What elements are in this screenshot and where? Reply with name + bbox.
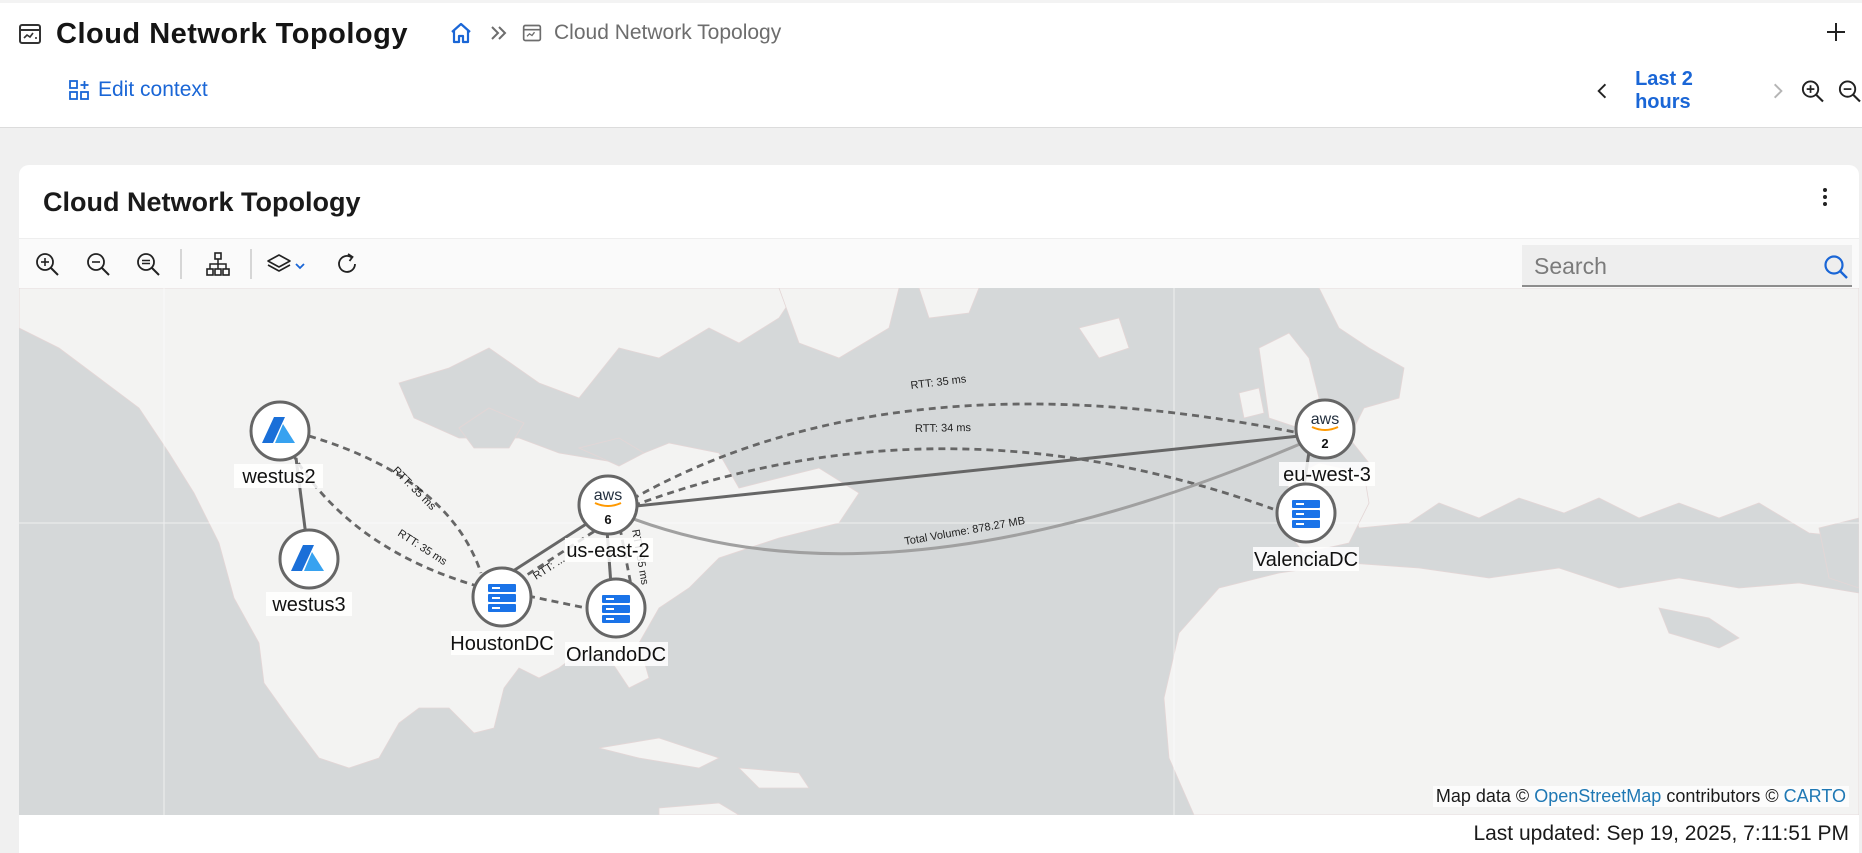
- link-useast-houston-rtt[interactable]: [512, 523, 605, 586]
- server-icon: [602, 595, 630, 623]
- search-box: [1522, 245, 1852, 287]
- search-icon[interactable]: [1822, 253, 1850, 281]
- topology-layout-icon[interactable]: [204, 250, 232, 278]
- zoom-to-fit-icon[interactable]: [134, 250, 162, 278]
- node-count: 6: [604, 512, 611, 527]
- search-input[interactable]: [1534, 251, 1804, 281]
- zoom-in-icon[interactable]: [33, 250, 61, 278]
- double-chevron-icon: [491, 26, 507, 40]
- page-title: Cloud Network Topology: [56, 17, 408, 50]
- link-westus2-houston-a[interactable]: [308, 434, 483, 574]
- node-label: OrlandoDC: [566, 644, 666, 666]
- node-westus3[interactable]: westus3: [266, 528, 352, 616]
- node-label: HoustonDC: [450, 633, 553, 655]
- breadcrumb-current[interactable]: Cloud Network Topology: [554, 21, 782, 44]
- node-OrlandoDC[interactable]: OrlandoDC: [565, 577, 668, 666]
- node-eu-west-3[interactable]: aws 2 eu-west-3: [1279, 398, 1375, 486]
- refresh-icon[interactable]: [333, 250, 361, 278]
- time-range-control: Last 2 hours: [1592, 68, 1862, 113]
- link-useast-euwest-solid[interactable]: [626, 433, 1310, 509]
- map-graticule: [19, 288, 1859, 815]
- zoom-out-icon[interactable]: [84, 250, 112, 278]
- chevron-right-icon[interactable]: [1767, 80, 1788, 102]
- topology-panel: Cloud Network Topology: [19, 165, 1859, 853]
- top-bar: Cloud Network Topology Cloud Network Top…: [0, 0, 1862, 128]
- dashboard-icon: [522, 24, 542, 42]
- toolbar-divider: [180, 249, 182, 279]
- aws-icon: aws: [1311, 411, 1339, 428]
- chevron-left-icon[interactable]: [1592, 80, 1613, 102]
- map-toolbar: [19, 238, 1859, 288]
- carto-link[interactable]: CARTO: [1783, 786, 1846, 806]
- panel-footer: Last updated: Sep 19, 2025, 7:11:51 PM: [19, 815, 1859, 853]
- edit-context-icon: [69, 80, 89, 100]
- topology-links: [290, 402, 1315, 610]
- map-attribution: Map data © OpenStreetMap contributors © …: [1432, 786, 1849, 807]
- node-ValenciaDC[interactable]: ValenciaDC: [1253, 482, 1359, 571]
- time-range-selector[interactable]: Last 2 hours: [1635, 68, 1693, 113]
- more-options-icon[interactable]: [1815, 183, 1835, 211]
- azure-icon: [291, 545, 314, 571]
- node-label: westus2: [241, 466, 315, 488]
- azure-icon: [262, 417, 285, 443]
- node-HoustonDC[interactable]: HoustonDC: [450, 566, 554, 655]
- node-label: us-east-2: [566, 540, 649, 562]
- server-icon: [1292, 500, 1320, 528]
- link-houston-orlando[interactable]: [527, 594, 587, 610]
- layers-dropdown-icon[interactable]: [266, 250, 306, 278]
- panel-title: Cloud Network Topology: [43, 187, 361, 217]
- server-icon: [488, 584, 516, 612]
- aws-icon: aws: [594, 487, 622, 504]
- map-canvas: RTT: 35 ms RTT: 34 ms RTT: 35 ms RTT: 35…: [19, 288, 1859, 815]
- node-label: ValenciaDC: [1254, 549, 1358, 571]
- page-header: Cloud Network Topology: [18, 14, 408, 54]
- link-useast-valencia-rtt[interactable]: [621, 447, 1274, 512]
- node-westus2[interactable]: westus2: [234, 400, 323, 488]
- home-icon[interactable]: [448, 20, 474, 46]
- map-land: [19, 288, 1859, 815]
- last-updated-text: Last updated: Sep 19, 2025, 7:11:51 PM: [1473, 822, 1849, 845]
- node-label: westus3: [271, 594, 345, 616]
- add-icon[interactable]: [1822, 18, 1850, 46]
- map-view[interactable]: RTT: 35 ms RTT: 34 ms RTT: 35 ms RTT: 35…: [19, 288, 1859, 815]
- link-useast-euwest-rtt[interactable]: [621, 402, 1310, 507]
- node-label: eu-west-3: [1283, 464, 1371, 486]
- link-label: RTT: 34 ms: [915, 422, 972, 435]
- zoom-out-icon[interactable]: [1837, 78, 1862, 104]
- edit-context-label: Edit context: [98, 78, 208, 101]
- toolbar-divider: [250, 249, 252, 279]
- link-label: RTT: 35 ms: [910, 373, 968, 392]
- edit-context-button[interactable]: Edit context: [68, 78, 208, 102]
- openstreetmap-link[interactable]: OpenStreetMap: [1534, 786, 1662, 806]
- node-us-east-2[interactable]: aws 6 us-east-2: [565, 474, 653, 562]
- breadcrumb: Cloud Network Topology: [448, 18, 781, 48]
- node-count: 2: [1321, 436, 1328, 451]
- zoom-in-icon[interactable]: [1800, 78, 1825, 104]
- link-useast-euwest-volume[interactable]: [630, 436, 1315, 556]
- dashboard-icon: [19, 24, 41, 44]
